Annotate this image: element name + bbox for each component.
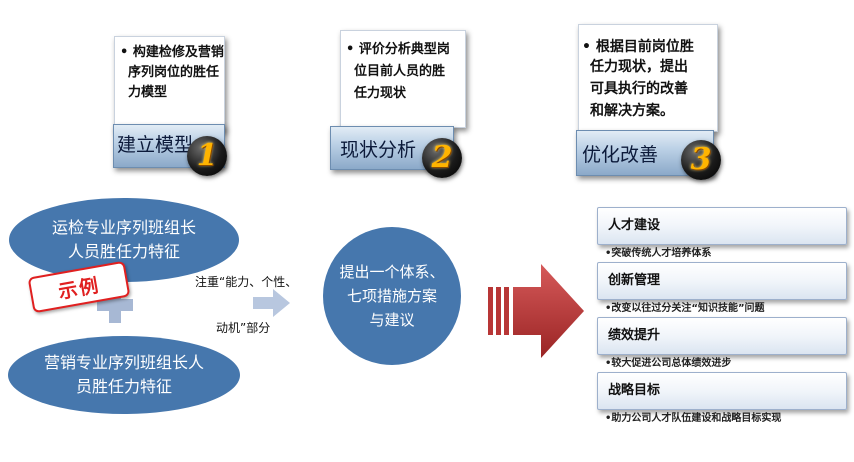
step-2-desc-line-3: 任力现状 [354,86,407,101]
step-2-number-badge: 2 [422,138,462,178]
step-3-number: 3 [690,142,712,177]
step-1-card [114,36,225,132]
measure-title-innovation: 创新管理 [608,273,661,288]
step-2-label: 现状分析 [340,139,417,161]
measure-box-performance: 绩效提升 [597,317,847,355]
step-3-desc-line-1: • 根据目前岗位胜 [582,39,694,55]
step-3-label: 优化改善 [582,144,659,166]
step-1-number-badge: 1 [187,136,227,176]
measure-box-strategy: 战略目标 [597,372,847,410]
step-3-desc-line-3: 可具执行的改善 [590,81,688,97]
measure-detail-innovation: •改变以往过分关注“知识技能”问题 [605,303,765,314]
measure-detail-talent: •突破传统人才培养体系 [605,248,712,259]
ellipse-marketing-team-leader: 营销专业序列班组长人 员胜任力特征 [8,336,240,414]
center-line-1: 提出一个体系、 [339,263,445,281]
focus-note-line-1: 注重“能力、个性、 [195,275,298,289]
measure-title-performance: 绩效提升 [608,328,661,343]
ellipse-top-line-1: 运检专业序列班组长 [51,218,196,237]
step-1-number: 1 [196,138,218,173]
example-stamp-text: 示例 [56,273,102,303]
focus-note-line-2: 动机”部分 [216,321,271,335]
measure-box-innovation: 创新管理 [597,262,847,300]
ellipse-maintenance-team-leader: 运检专业序列班组长 人员胜任力特征 [9,198,239,282]
step-2-desc-line-1: • 评价分析典型岗 [346,42,450,57]
measure-title-talent: 人才建设 [608,218,661,233]
ellipse-bottom-line-1: 营销专业序列班组长人 [43,353,204,372]
step-2-number: 2 [431,140,453,175]
ellipse-top-line-2: 人员胜任力特征 [67,242,180,261]
measure-title-strategy: 战略目标 [608,383,661,398]
step-1-desc-line-1: • 构建检修及营销 [120,45,224,60]
step-3-desc-line-4: 和解决方案。 [590,103,674,119]
step-3-number-badge: 3 [681,140,721,180]
step-2-desc-line-2: 位目前人员的胜 [354,64,446,79]
center-proposal-circle: 提出一个体系、 七项措施方案 与建议 [323,227,461,365]
step-3-desc-line-2: 任力现状，提出 [590,59,688,75]
step-1-label: 建立模型 [117,134,194,156]
big-red-arrow-icon [488,264,584,358]
measure-box-talent: 人才建设 [597,207,847,245]
step-1-desc-line-2: 序列岗位的胜任 [128,65,220,80]
right-arrow-icon [253,289,290,317]
measure-detail-performance: •较大促进公司总体绩效进步 [605,358,732,369]
step-3-card [578,24,718,132]
ellipse-bottom-line-2: 员胜任力特征 [75,377,172,396]
center-line-2: 七项措施方案 [346,287,437,305]
measure-detail-strategy: •助力公司人才队伍建设和战略目标实现 [605,413,782,424]
center-line-3: 与建议 [369,311,415,329]
step-1-desc-line-3: 力模型 [128,85,168,100]
